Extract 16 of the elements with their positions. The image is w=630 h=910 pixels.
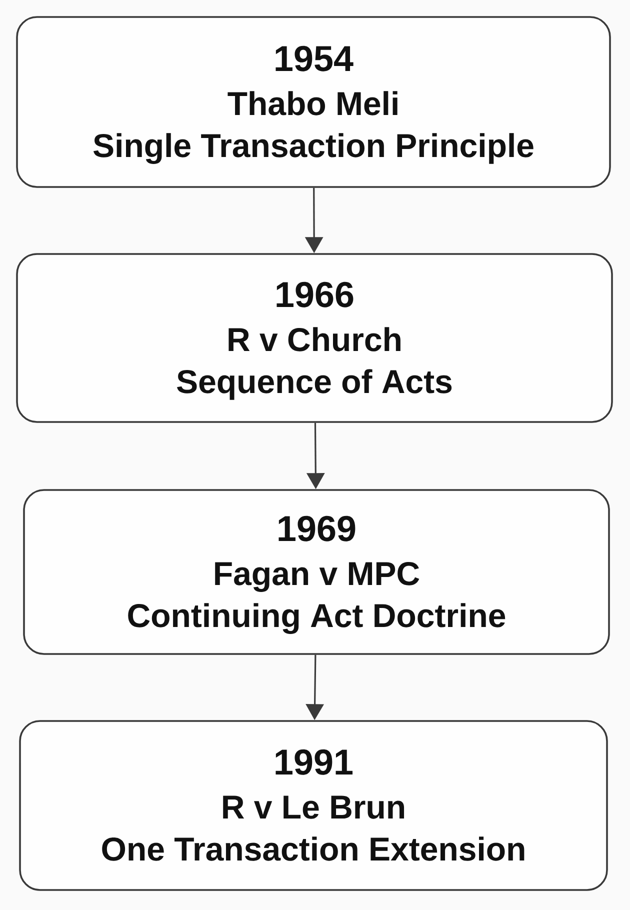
case-name: Fagan v MPC <box>215 562 420 592</box>
principle-text: Single Transaction Principle <box>93 133 534 164</box>
year-text: 1966 <box>276 282 354 308</box>
event-box <box>19 720 608 891</box>
event-box <box>16 16 611 188</box>
year-text: 1969 <box>278 516 356 542</box>
principle-text: Sequence of Acts <box>177 369 452 400</box>
year-text: 1991 <box>276 749 353 775</box>
event-box <box>23 489 610 655</box>
principle-text: One Transaction Extension <box>102 836 524 861</box>
year-text: 1954 <box>276 46 354 72</box>
case-name: R v Church <box>228 327 400 352</box>
event-box <box>16 253 613 423</box>
principle-text: Continuing Act Doctrine <box>128 603 506 634</box>
case-name: Thabo Meli <box>228 91 398 116</box>
case-name: R v Le Brun <box>223 796 404 819</box>
